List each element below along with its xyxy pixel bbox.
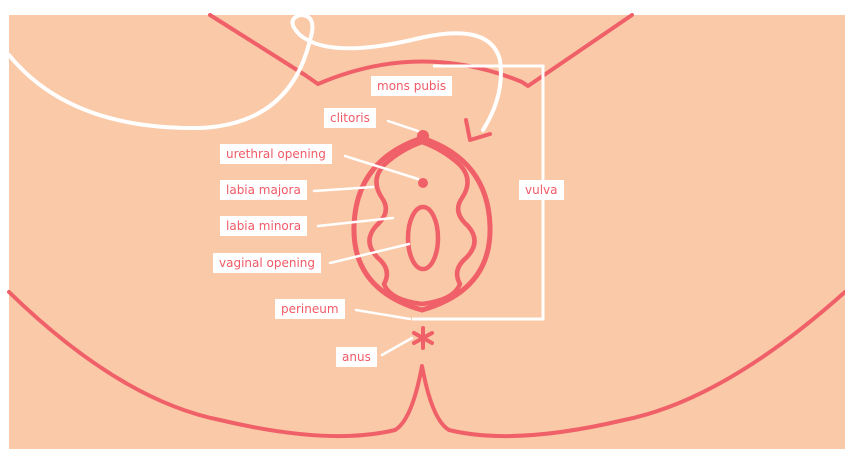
- label-mons-pubis: mons pubis: [371, 76, 452, 96]
- label-labia-majora: labia majora: [220, 180, 307, 200]
- label-labia-minora: labia minora: [220, 216, 307, 236]
- label-anus: anus: [336, 347, 377, 367]
- label-urethral-opening: urethral opening: [220, 144, 332, 164]
- label-clitoris: clitoris: [324, 108, 376, 128]
- label-perineum: perineum: [275, 299, 345, 319]
- label-vaginal-opening: vaginal opening: [213, 253, 321, 273]
- label-vulva: vulva: [519, 180, 564, 200]
- urethral-opening-marker: [418, 178, 428, 188]
